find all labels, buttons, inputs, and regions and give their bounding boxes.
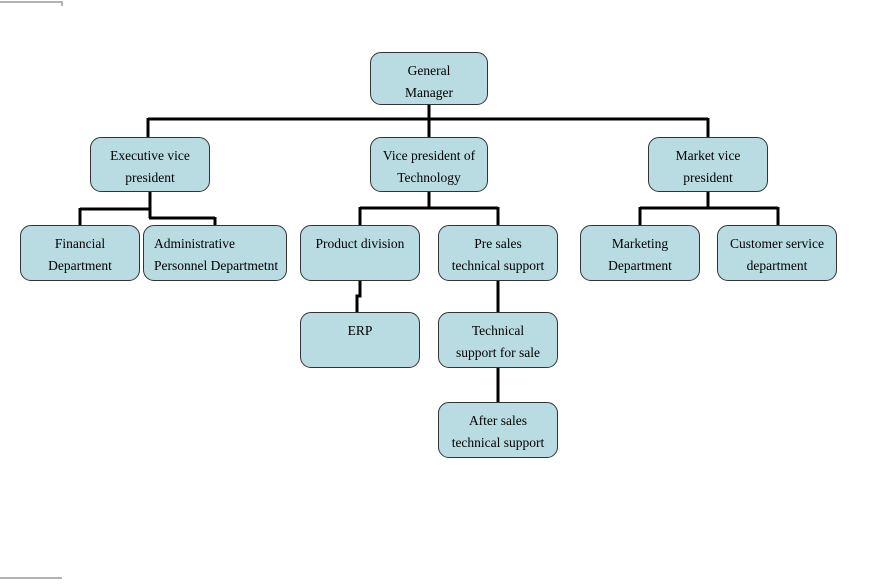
node-executive-vice-president[interactable]: Executive vice president	[90, 137, 210, 192]
node-product-division[interactable]: Product division	[300, 225, 420, 281]
node-label-line: Department	[48, 258, 112, 273]
node-label-line: support for sale	[456, 345, 540, 360]
node-label-line: Financial	[54, 236, 106, 251]
node-label-line: Manager	[405, 85, 453, 100]
node-label-line: Technical	[471, 323, 525, 338]
node-label-line: Personnel Departmetnt	[154, 258, 279, 273]
node-vice-president-of-technology[interactable]: Vice president of Technology	[370, 137, 488, 192]
node-financial-department[interactable]: Financial Department	[20, 225, 140, 281]
node-label-line: Product division	[315, 236, 405, 251]
org-connectors	[78, 105, 780, 402]
node-technical-support-for-sale[interactable]: Technical support for sale	[438, 312, 558, 368]
node-label-line: president	[683, 170, 733, 185]
node-label-line: ERP	[347, 323, 373, 338]
node-label-line: president	[125, 170, 175, 185]
node-label-line: Technology	[397, 170, 461, 185]
node-market-vice-president[interactable]: Market vice president	[648, 137, 768, 192]
node-marketing-department[interactable]: Marketing Department	[580, 225, 700, 281]
node-administrative-personnel-department[interactable]: Administrative Personnel Departmetnt	[143, 225, 287, 281]
node-label-line: Department	[608, 258, 672, 273]
node-label-line: General	[407, 63, 451, 78]
node-erp[interactable]: ERP	[300, 312, 420, 368]
node-label-line: After sales	[468, 413, 528, 428]
node-label-line: Customer service	[729, 236, 825, 251]
node-customer-service-department[interactable]: Customer service department	[717, 225, 837, 281]
node-label-line: Vice president of	[382, 148, 476, 163]
node-label-line: department	[746, 258, 808, 273]
node-after-sales-technical-support[interactable]: After sales technical support	[438, 402, 558, 458]
node-pre-sales-technical-support[interactable]: Pre sales technical support	[438, 225, 558, 281]
node-general-manager[interactable]: General Manager	[370, 52, 488, 105]
node-label-line: Marketing	[611, 236, 669, 251]
node-label-line: technical support	[451, 435, 545, 450]
node-label-line: Pre sales	[474, 236, 522, 251]
node-label-line: technical support	[451, 258, 545, 273]
node-label-line: Administrative	[154, 236, 235, 251]
node-label-line: Market vice	[675, 148, 741, 163]
corner-marks	[0, 1, 63, 579]
node-label-line: Executive vice	[110, 148, 190, 163]
